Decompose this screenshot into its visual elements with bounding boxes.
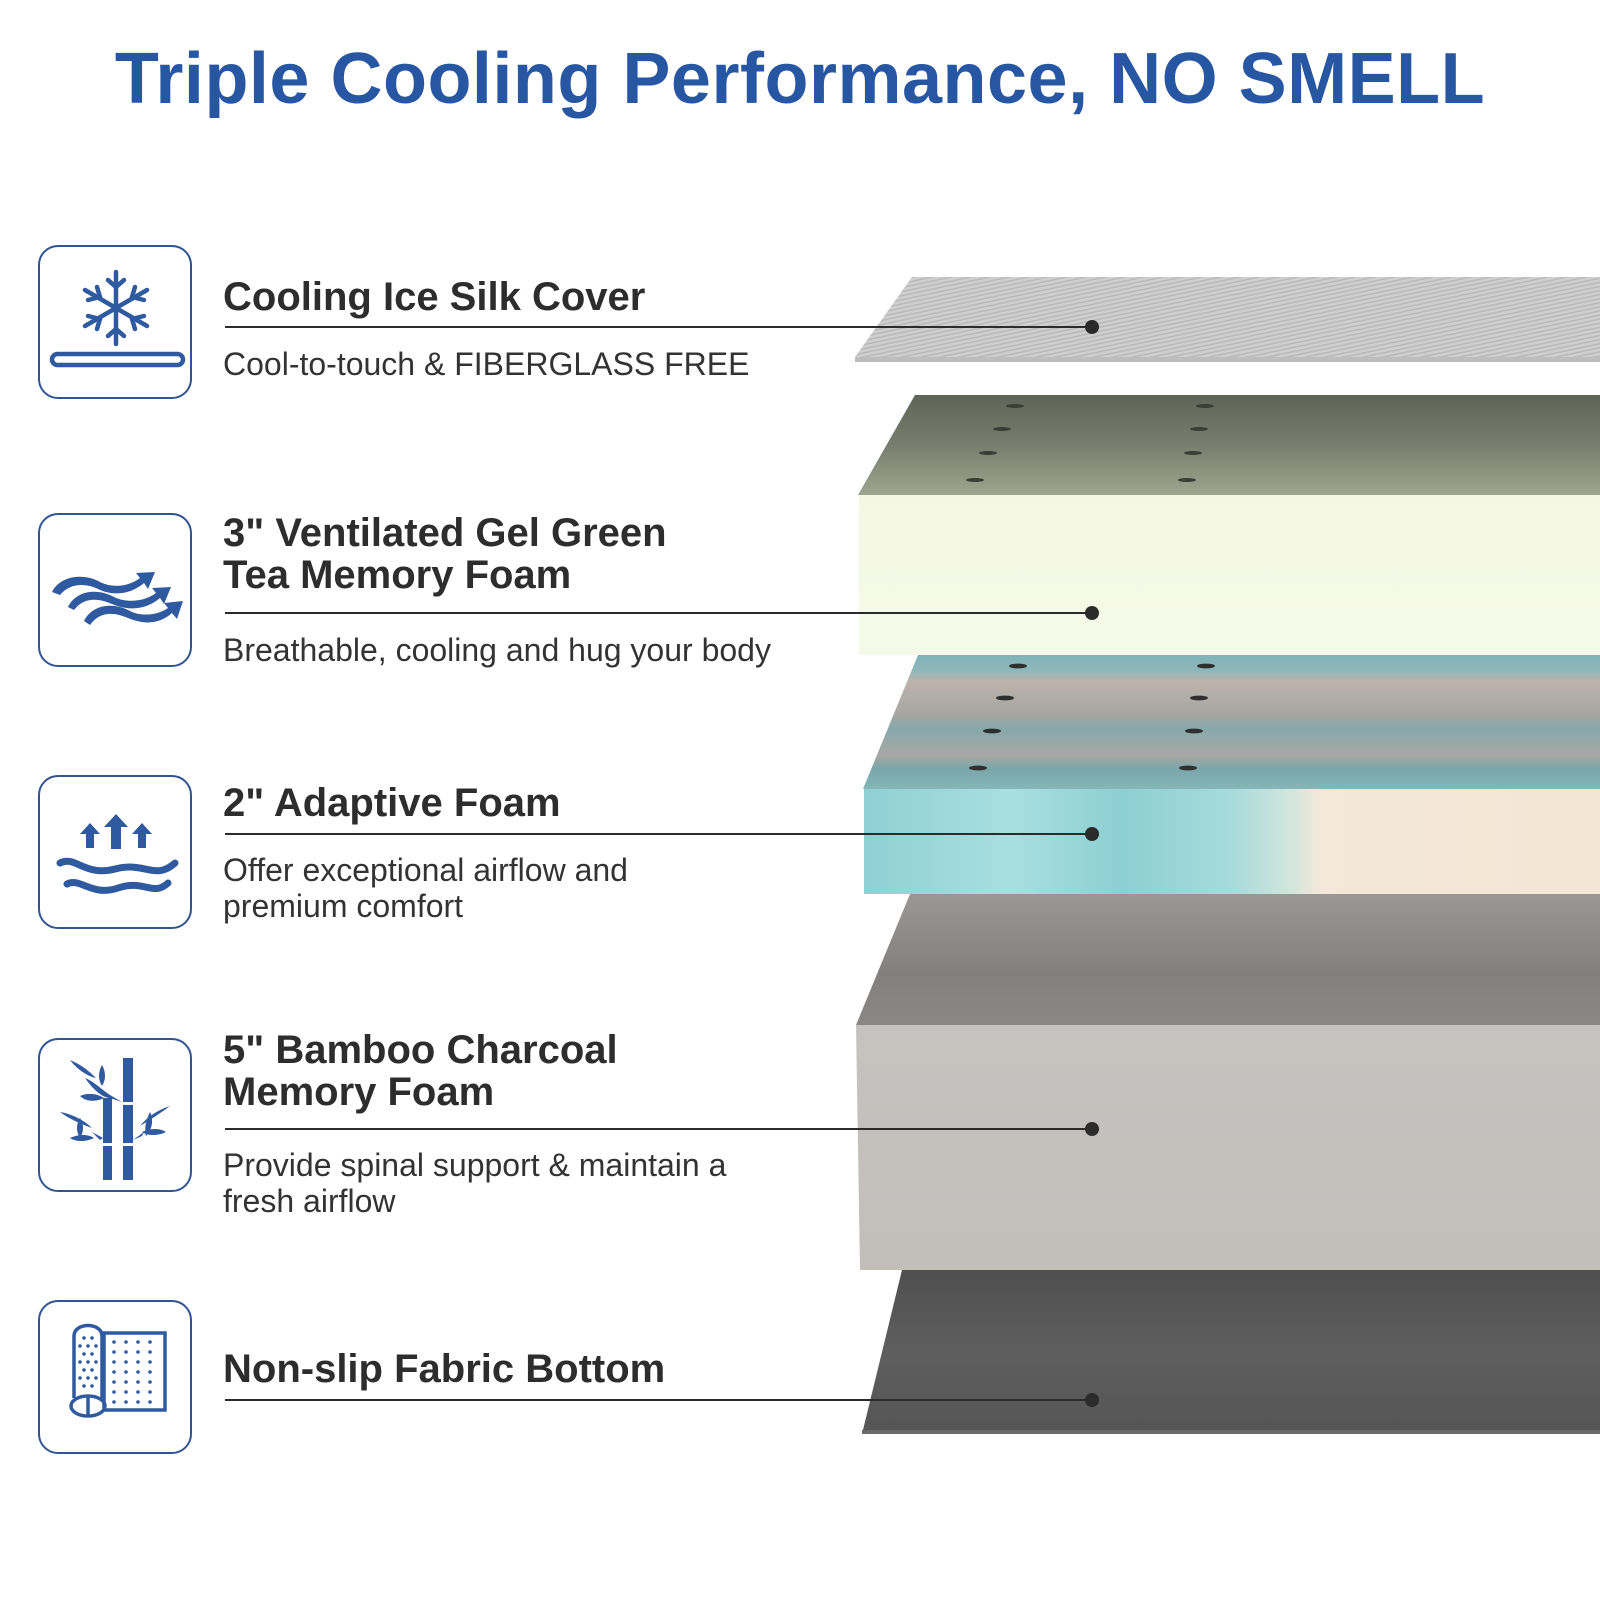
layer-desc-bamboo-charcoal: Provide spinal support & maintain a fres… [223,1147,727,1219]
adaptive-foam-icon-box [38,775,192,929]
layer-desc-adaptive-foam: Offer exceptional airflow and premium co… [223,852,628,924]
leader-dot-bamboo-charcoal [1085,1122,1099,1136]
green-tea-foam-layer [858,395,1600,655]
non-slip-bottom-layer [862,1270,1600,1434]
cover-layer [855,277,1600,362]
leader-dot-adaptive-foam [1085,827,1099,841]
layer-desc-green-tea-foam: Breathable, cooling and hug your body [223,632,771,668]
leader-dot-non-slip-bottom [1085,1393,1099,1407]
leader-line-adaptive-foam [225,833,1093,835]
layer-desc-cooling-cover: Cool-to-touch & FIBERGLASS FREE [223,346,750,382]
bamboo-charcoal-foam-layer [856,894,1600,1270]
leader-line-green-tea-foam [225,612,1093,614]
leader-dot-green-tea-foam [1085,606,1099,620]
layer-title-adaptive-foam: 2" Adaptive Foam [223,781,561,825]
heat-rising-waves-icon [56,814,179,894]
airflow-arrows-icon [52,572,183,625]
green-tea-foam-icon-box [38,513,192,667]
fabric-roll-icon [69,1323,167,1418]
leader-line-bamboo-charcoal [225,1128,1093,1130]
layer-title-non-slip-bottom: Non-slip Fabric Bottom [223,1347,666,1391]
layer-title-cooling-cover: Cooling Ice Silk Cover [223,275,646,319]
leader-line-non-slip-bottom [225,1399,1093,1401]
page-title: Triple Cooling Performance, NO SMELL [114,39,1486,119]
snowflake-over-bar-icon [49,269,186,368]
leader-dot-cooling-cover [1085,320,1099,334]
adaptive-foam-layer [863,655,1600,894]
bamboo-charcoal-icon-box [38,1038,192,1192]
cooling-cover-icon-box [38,245,192,399]
layer-title-green-tea-foam: 3" Ventilated Gel Green Tea Memory Foam [223,511,667,597]
leader-line-cooling-cover [225,326,1093,328]
non-slip-bottom-icon-box [38,1300,192,1454]
bamboo-icon [60,1058,170,1180]
layer-title-bamboo-charcoal: 5" Bamboo Charcoal Memory Foam [223,1028,618,1114]
